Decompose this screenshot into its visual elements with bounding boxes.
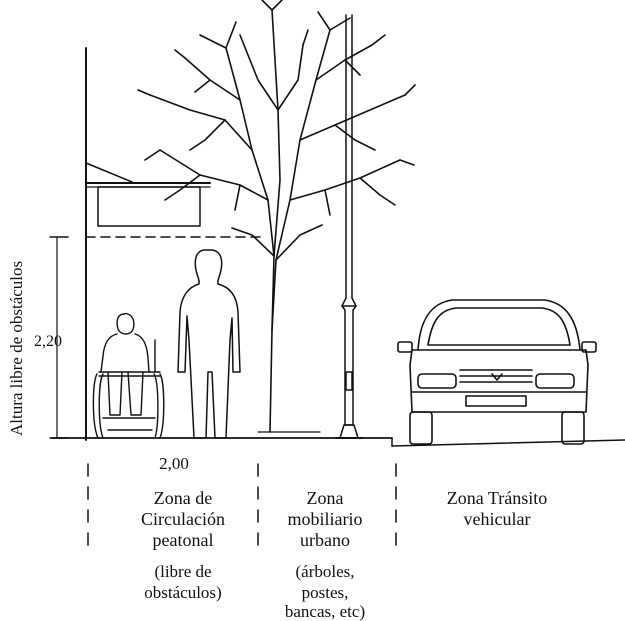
zone-title-line: urbano	[300, 530, 350, 550]
width-label: 2,00	[159, 454, 189, 473]
zone-separators	[87, 463, 397, 553]
zone-title-line: mobiliario	[288, 509, 363, 529]
zone-title-line: Zona	[307, 488, 344, 508]
lamp-post-figure	[335, 14, 363, 439]
zone-pedestrian: Zona de Circulación peatonal (libre de o…	[141, 488, 225, 602]
zone-vehicular: Zona Tránsito vehicular	[447, 488, 548, 529]
zone-note-line: postes,	[302, 583, 349, 602]
zone-title-line: Zona Tránsito	[447, 488, 548, 508]
car-figure	[397, 299, 597, 445]
awning	[85, 162, 211, 227]
zone-note-line: bancas, etc)	[285, 602, 365, 621]
zone-note-line: (libre de	[154, 562, 211, 581]
vertical-label: Altura libre de obstáculos	[7, 261, 26, 436]
zone-title-line: Circulación	[141, 509, 225, 529]
zone-title-line: vehicular	[464, 509, 531, 529]
tree-figure	[137, 0, 416, 433]
wheelchair-user-figure	[92, 312, 165, 439]
pedestrian-figure	[177, 249, 241, 439]
zone-title-line: Zona de	[154, 488, 212, 508]
zone-note-line: obstáculos)	[144, 583, 221, 602]
zone-urban-furniture: Zona mobiliario urbano (árboles, postes,…	[285, 488, 365, 621]
shop-sign	[97, 186, 201, 227]
zone-title-line: peatonal	[153, 530, 214, 550]
zone-note-line: (árboles,	[295, 562, 354, 581]
height-label: 2,20	[34, 333, 62, 350]
